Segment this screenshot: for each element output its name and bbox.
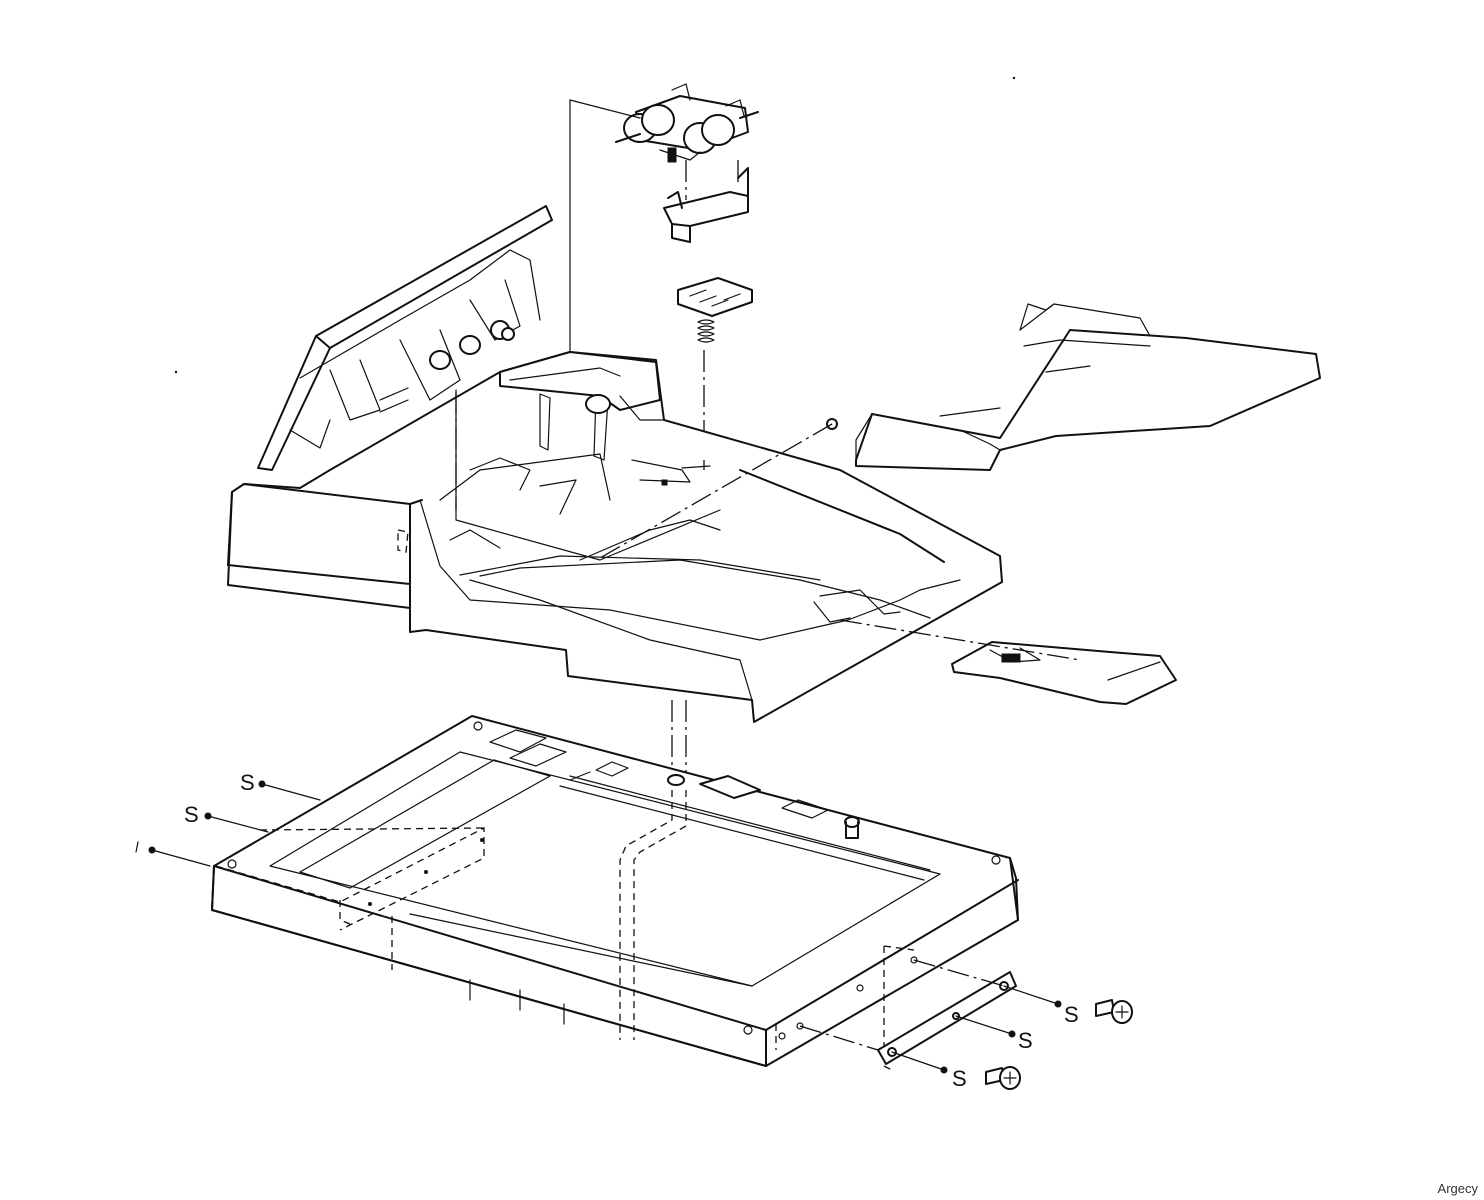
screw-label-right-1: S [1064,1002,1079,1027]
screw-label-right-2: S [1018,1028,1033,1053]
spring [697,319,715,343]
screw-right-top [1095,999,1133,1024]
scanner-base [211,715,1019,1071]
screw-leader-lines-right [799,959,1062,1074]
screw-label-top-1: S [240,770,255,795]
watermark-text: Argecy [1437,1181,1478,1196]
roller-holder-bracket [663,167,749,243]
tray-extension [839,619,1177,705]
adf-unit [227,205,1003,723]
pick-roller-assembly [615,83,759,163]
screw-label-top-2: S [184,802,199,827]
screw-right-bottom [985,1066,1021,1090]
screw-label-right-3: S [952,1066,967,1091]
screw-leader-lines-left [148,780,321,867]
separation-pad [677,277,753,317]
output-tray [599,303,1321,559]
